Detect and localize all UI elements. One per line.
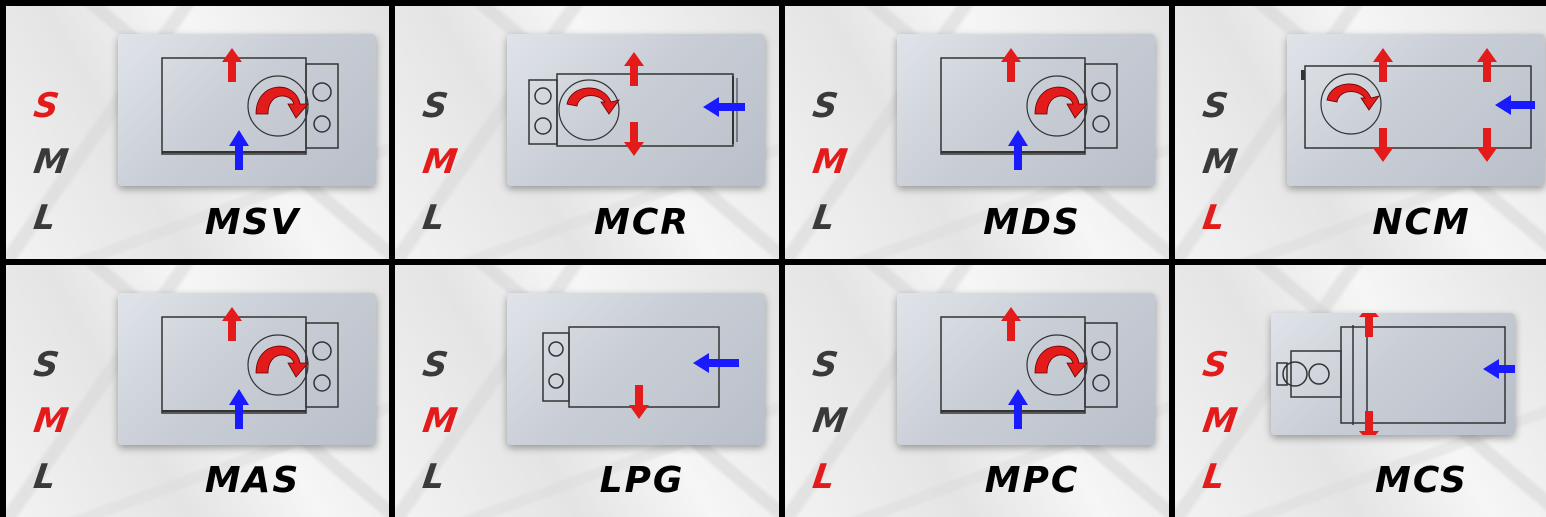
pump-diagram-mas (118, 293, 376, 445)
model-cell-mpc: S M L MPC (785, 265, 1169, 517)
size-l: L (31, 198, 59, 238)
size-l: L (810, 198, 838, 238)
size-m: M (1200, 401, 1240, 441)
size-m: M (420, 142, 460, 182)
size-list: S M L (810, 78, 873, 246)
size-m: M (1200, 142, 1240, 182)
size-list: S M L (1200, 337, 1263, 505)
arrow-up-icon (1008, 389, 1028, 429)
size-s: S (810, 86, 841, 126)
arrow-up-icon (222, 307, 242, 341)
size-s: S (1200, 345, 1231, 385)
model-name: MDS (983, 202, 1081, 243)
size-list: S M L (420, 337, 483, 505)
arrow-up-icon (222, 48, 242, 82)
size-l: L (420, 457, 448, 497)
model-name: MCS (1375, 460, 1468, 501)
pump-diagram-msv (118, 34, 376, 186)
pump-diagram-mds (897, 34, 1155, 186)
size-s: S (31, 345, 62, 385)
arrow-up-icon (1001, 307, 1021, 341)
arrow-up-icon (1008, 130, 1028, 170)
pump-diagram-mcs (1271, 313, 1515, 435)
model-name: LPG (599, 460, 685, 501)
size-m: M (420, 401, 460, 441)
size-list: S M L (1200, 78, 1263, 246)
size-s: S (420, 86, 451, 126)
model-cell-msv: S M L MSV (6, 6, 389, 259)
size-m: M (810, 142, 850, 182)
arrow-left-icon (1483, 359, 1515, 379)
arrow-down-icon (1477, 128, 1497, 162)
size-m: M (810, 401, 850, 441)
model-name: MPC (984, 460, 1080, 501)
model-cell-mas: S M L MAS (6, 265, 389, 517)
size-list: S M L (31, 337, 94, 505)
model-name: NCM (1372, 202, 1471, 243)
arrow-down-icon (629, 385, 649, 419)
arrow-left-icon (1495, 95, 1535, 115)
size-l: L (31, 457, 59, 497)
size-m: M (31, 142, 71, 182)
size-list: S M L (31, 78, 94, 246)
model-name: MSV (204, 202, 301, 243)
size-list: S M L (420, 78, 483, 246)
size-l: L (420, 198, 448, 238)
size-s: S (420, 345, 451, 385)
size-s: S (31, 86, 62, 126)
model-cell-mcs: S M L MCS (1175, 265, 1546, 517)
pump-diagram-ncm (1287, 34, 1545, 186)
size-m: M (31, 401, 71, 441)
model-cell-mcr: S M L MCR (395, 6, 779, 259)
pump-diagram-lpg (507, 293, 765, 445)
model-name: MCR (594, 202, 690, 243)
arrow-up-icon (229, 130, 249, 170)
model-name: MAS (204, 460, 301, 501)
size-s: S (810, 345, 841, 385)
arrow-left-icon (703, 97, 745, 117)
size-list: S M L (810, 337, 873, 505)
size-l: L (1200, 198, 1228, 238)
arrow-down-icon (624, 122, 644, 156)
arrow-up-icon (624, 52, 644, 86)
size-l: L (810, 457, 838, 497)
size-s: S (1200, 86, 1231, 126)
pump-diagram-mcr (507, 34, 765, 186)
arrow-left-icon (693, 353, 739, 373)
size-l: L (1200, 457, 1228, 497)
model-cell-lpg: S M L LPG (395, 265, 779, 517)
arrow-up-icon (229, 389, 249, 429)
pump-diagram-mpc (897, 293, 1155, 445)
model-cell-mds: S M L MDS (785, 6, 1169, 259)
model-cell-ncm: S M L NCM (1175, 6, 1546, 259)
arrow-up-icon (1001, 48, 1021, 82)
arrow-down-icon (1373, 128, 1393, 162)
arrow-up-icon (1477, 48, 1497, 82)
arrow-up-icon (1359, 313, 1379, 337)
arrow-up-icon (1373, 48, 1393, 82)
arrow-down-icon (1359, 411, 1379, 435)
